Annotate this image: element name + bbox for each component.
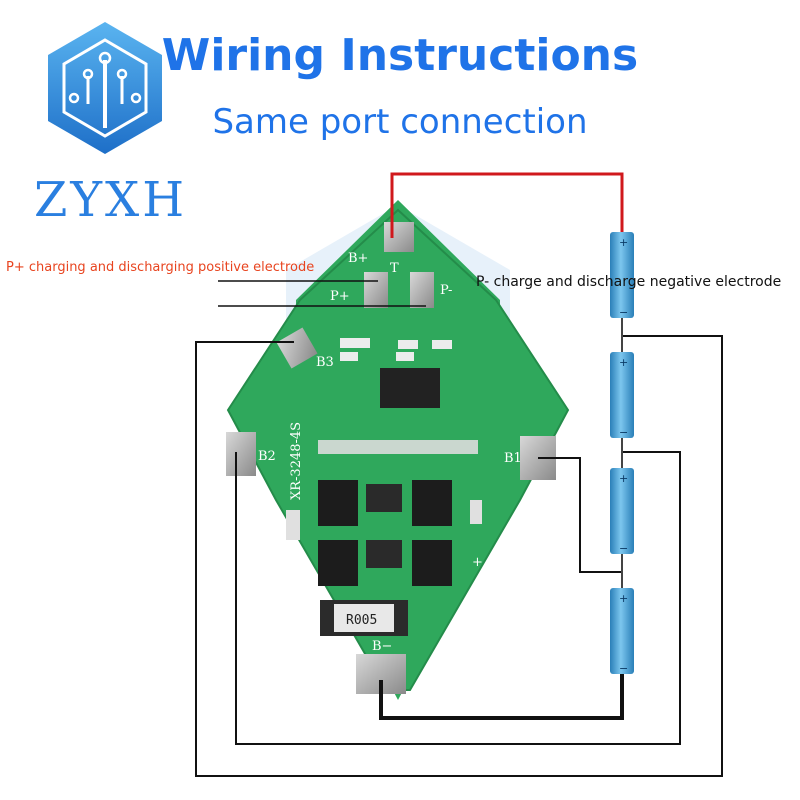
svg-text:+: + bbox=[619, 356, 628, 369]
pads bbox=[226, 222, 556, 694]
label-plus: + bbox=[472, 555, 483, 570]
page-title: Wiring Instructions bbox=[161, 30, 639, 81]
svg-text:+: + bbox=[619, 472, 628, 485]
pad-b2 bbox=[226, 432, 256, 476]
callout-p-plus: P+ charging and discharging positive ele… bbox=[6, 260, 315, 275]
label-p-plus: P+ bbox=[330, 289, 350, 304]
svg-text:−: − bbox=[619, 426, 628, 439]
label-b3: B3 bbox=[316, 355, 334, 370]
label-b1: B1 bbox=[504, 451, 522, 466]
battery-cell: + − bbox=[610, 468, 634, 555]
wires bbox=[195, 172, 723, 777]
callout-p-minus: P- charge and discharge negative electro… bbox=[476, 274, 782, 290]
battery-cell: + − bbox=[610, 352, 634, 439]
svg-text:−: − bbox=[619, 542, 628, 555]
svg-text:+: + bbox=[619, 236, 628, 249]
svg-text:−: − bbox=[619, 306, 628, 319]
wire-b3 bbox=[195, 335, 723, 777]
brand-name: ZYXH bbox=[34, 172, 188, 228]
wire-b2 bbox=[235, 451, 681, 745]
label-t: T bbox=[390, 261, 399, 276]
label-p-minus: P- bbox=[440, 283, 452, 298]
battery-cell: + − bbox=[610, 232, 634, 319]
wire-b1 bbox=[538, 457, 622, 573]
battery-pack: + − + − + − + − bbox=[610, 232, 634, 675]
pad-b3 bbox=[276, 327, 318, 369]
logo-hexagon-icon bbox=[48, 22, 162, 154]
svg-text:−: − bbox=[619, 662, 628, 675]
pad-p-minus bbox=[410, 272, 434, 308]
label-b-plus: B+ bbox=[348, 251, 368, 266]
pad-p-plus bbox=[364, 272, 388, 308]
wire-b-plus bbox=[390, 172, 624, 238]
pad-labels: B+ T P+ P- B3 B2 B1 B− + XR-3248-4S R005 bbox=[258, 251, 522, 654]
board-model: XR-3248-4S bbox=[289, 422, 304, 500]
components bbox=[286, 338, 482, 636]
battery-cell: + − bbox=[610, 588, 634, 675]
wire-b-minus bbox=[379, 672, 624, 720]
resistor-code: R005 bbox=[346, 613, 377, 628]
svg-text:+: + bbox=[619, 592, 628, 605]
page-subtitle: Same port connection bbox=[212, 102, 588, 142]
pad-b-plus bbox=[384, 222, 414, 252]
label-b2: B2 bbox=[258, 449, 276, 464]
label-b-minus: B− bbox=[372, 639, 392, 654]
